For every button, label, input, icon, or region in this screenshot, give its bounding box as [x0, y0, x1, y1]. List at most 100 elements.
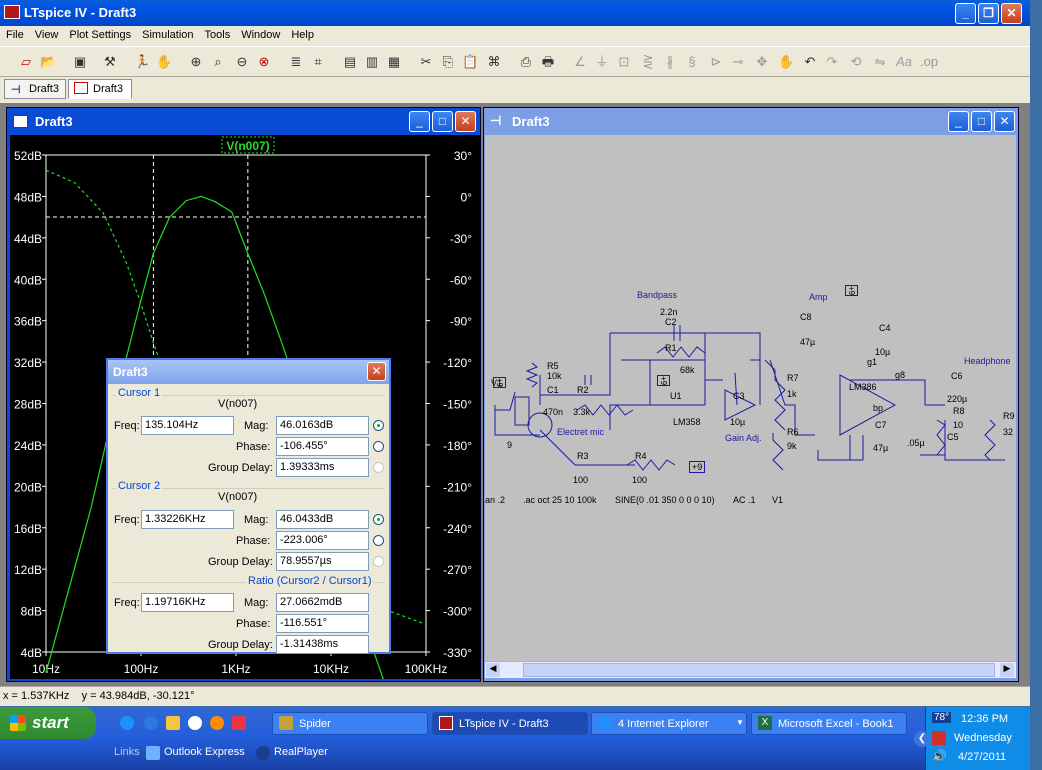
mirror-icon[interactable]: ⇋	[874, 54, 886, 69]
app-icon[interactable]	[210, 716, 224, 730]
cursor1-phase-field[interactable]: -106.455°	[276, 437, 369, 456]
start-button[interactable]: start	[0, 707, 96, 739]
cursor1-group-delay-label: Group Delay:	[208, 462, 273, 474]
control-panel-icon[interactable]: ⚒	[104, 54, 116, 69]
ratio-group-delay-field[interactable]: -1.31438ms	[276, 635, 369, 654]
cursor1-freq-field[interactable]: 135.104Hz	[141, 416, 234, 435]
tab-schematic[interactable]: ⊣ Draft3	[4, 79, 66, 99]
cursor1-group-delay-field[interactable]: 1.39333ms	[276, 458, 369, 477]
media-player-icon[interactable]	[188, 716, 202, 730]
paint-icon[interactable]	[232, 716, 246, 730]
menu-simulation[interactable]: Simulation	[142, 29, 194, 41]
tile-vertical-icon[interactable]: ▦	[387, 54, 401, 69]
scroll-right-icon[interactable]: ▶	[1000, 663, 1014, 677]
grid-icon[interactable]: ⌗	[314, 54, 322, 69]
schematic-maximize-button[interactable]: □	[971, 111, 992, 132]
cursor2-mag-radio[interactable]	[373, 514, 384, 525]
cursor2-freq-field[interactable]: 1.33226KHz	[141, 510, 234, 529]
cascade-icon[interactable]: ▥	[365, 54, 379, 69]
quicklink-realplayer[interactable]: RealPlayer	[274, 746, 328, 758]
run-icon[interactable]: 🏃	[134, 54, 151, 69]
menu-plot-settings[interactable]: Plot Settings	[69, 29, 132, 41]
plot-maximize-button[interactable]: □	[432, 111, 453, 132]
scroll-left-icon[interactable]: ◀	[486, 663, 500, 677]
folder-icon[interactable]	[166, 716, 180, 730]
cursor-dialog-close-button[interactable]: ✕	[367, 362, 386, 381]
drag-icon[interactable]: ✋	[778, 54, 795, 69]
cursor1-phase-radio[interactable]	[373, 441, 384, 452]
cursor2-phase-radio[interactable]	[373, 535, 384, 546]
schematic-close-button[interactable]: ✕	[994, 111, 1015, 132]
ground-icon[interactable]: ⏚	[595, 54, 609, 69]
menu-window[interactable]: Window	[241, 29, 281, 41]
open-icon[interactable]: 📂	[40, 54, 57, 69]
schematic-minimize-button[interactable]: _	[948, 111, 969, 132]
menu-file[interactable]: File	[6, 29, 24, 41]
network-alert-icon[interactable]	[932, 731, 946, 745]
task-ltspice[interactable]: LTspice IV - Draft3	[432, 712, 588, 735]
time-label[interactable]: 12:36 PM	[961, 713, 1009, 725]
spice-directive-icon[interactable]: .op	[920, 54, 939, 69]
ie-alt-icon[interactable]	[144, 716, 158, 730]
ratio-phase-field[interactable]: -116.551°	[276, 614, 369, 633]
menu-tools[interactable]: Tools	[204, 29, 231, 41]
cursor1-mag-field[interactable]: 46.0163dB	[276, 416, 369, 435]
capacitor-icon[interactable]: ∦	[666, 54, 674, 69]
scroll-thumb[interactable]	[523, 663, 995, 677]
paste-icon[interactable]: 📋	[462, 54, 479, 69]
zoom-in-icon[interactable]: ⊕	[190, 54, 202, 69]
circuit-drawing[interactable]	[485, 135, 1016, 661]
save-icon[interactable]: ▣	[73, 54, 87, 69]
y-tick-label: 24dB	[14, 439, 42, 453]
cursor2-phase-field[interactable]: -223.006°	[276, 531, 369, 550]
diode-icon[interactable]: ⊳	[710, 54, 722, 69]
cursor1-group-delay-radio[interactable]	[373, 462, 384, 473]
plot-close-button[interactable]: ✕	[455, 111, 476, 132]
cursor2-mag-field[interactable]: 46.0433dB	[276, 510, 369, 529]
component-icon[interactable]: ⊸	[732, 54, 744, 69]
inductor-icon[interactable]: §	[688, 54, 696, 69]
ratio-mag-field[interactable]: 27.0662mdB	[276, 593, 369, 612]
find-icon[interactable]: ⌘	[487, 54, 501, 69]
menu-help[interactable]: Help	[291, 29, 314, 41]
menu-view[interactable]: View	[34, 29, 59, 41]
print-icon[interactable]: 🖶	[541, 54, 555, 69]
copy-icon[interactable]: ⎘	[442, 54, 454, 69]
print-setup-icon[interactable]: ⎙	[520, 54, 532, 69]
new-schematic-icon[interactable]: ▱	[21, 54, 31, 69]
cut-icon[interactable]: ✂	[420, 54, 432, 69]
ie-icon[interactable]	[120, 716, 134, 730]
resistor-icon[interactable]: ⋛	[642, 54, 654, 69]
restore-button[interactable]: ❐	[978, 3, 999, 24]
minimize-button[interactable]: _	[955, 3, 976, 24]
wire-icon[interactable]: ∠	[574, 54, 586, 69]
task-excel[interactable]: X Microsoft Excel - Book1	[751, 712, 907, 735]
cursor2-group-delay-radio[interactable]	[373, 556, 384, 567]
cursor1-mag-radio[interactable]	[373, 420, 384, 431]
zoom-out-icon[interactable]: ⊖	[236, 54, 248, 69]
quicklink-outlook-express[interactable]: Outlook Express	[164, 746, 245, 758]
label-net-icon[interactable]: ⊡	[618, 54, 630, 69]
tray-expand-icon[interactable]: ❮	[914, 731, 930, 747]
move-icon[interactable]: ✥	[756, 54, 768, 69]
tile-horizontal-icon[interactable]: ▤	[343, 54, 357, 69]
close-button[interactable]: ✕	[1001, 3, 1022, 24]
text-icon[interactable]: Aa	[896, 54, 912, 69]
task-internet-explorer[interactable]: 4 Internet Explorer ▼	[591, 712, 747, 735]
volume-icon[interactable]: 🔊	[932, 749, 947, 763]
tab-waveform[interactable]: Draft3	[68, 79, 132, 99]
cursor2-group-delay-field[interactable]: 78.9557µs	[276, 552, 369, 571]
undo-icon[interactable]: ↶	[804, 54, 816, 69]
autorange-icon[interactable]: ≣	[290, 54, 302, 69]
schematic-canvas[interactable]: Bandpass 2.2n C2 R1 68k U1 LM358 C3 10µ …	[485, 135, 1016, 661]
halt-icon[interactable]: ✋	[156, 54, 173, 69]
redo-icon[interactable]: ↷	[826, 54, 838, 69]
pan-icon[interactable]: ⌕	[214, 54, 222, 69]
task-spider[interactable]: Spider	[272, 712, 428, 735]
rotate-icon[interactable]: ⟲	[850, 54, 862, 69]
weather-badge[interactable]: 78°	[932, 712, 952, 723]
zoom-fit-icon[interactable]: ⊗	[258, 54, 270, 69]
ratio-freq-field[interactable]: 1.19716KHz	[141, 593, 234, 612]
plot-minimize-button[interactable]: _	[409, 111, 430, 132]
schematic-hscrollbar[interactable]: ◀ ▶	[485, 661, 1016, 678]
